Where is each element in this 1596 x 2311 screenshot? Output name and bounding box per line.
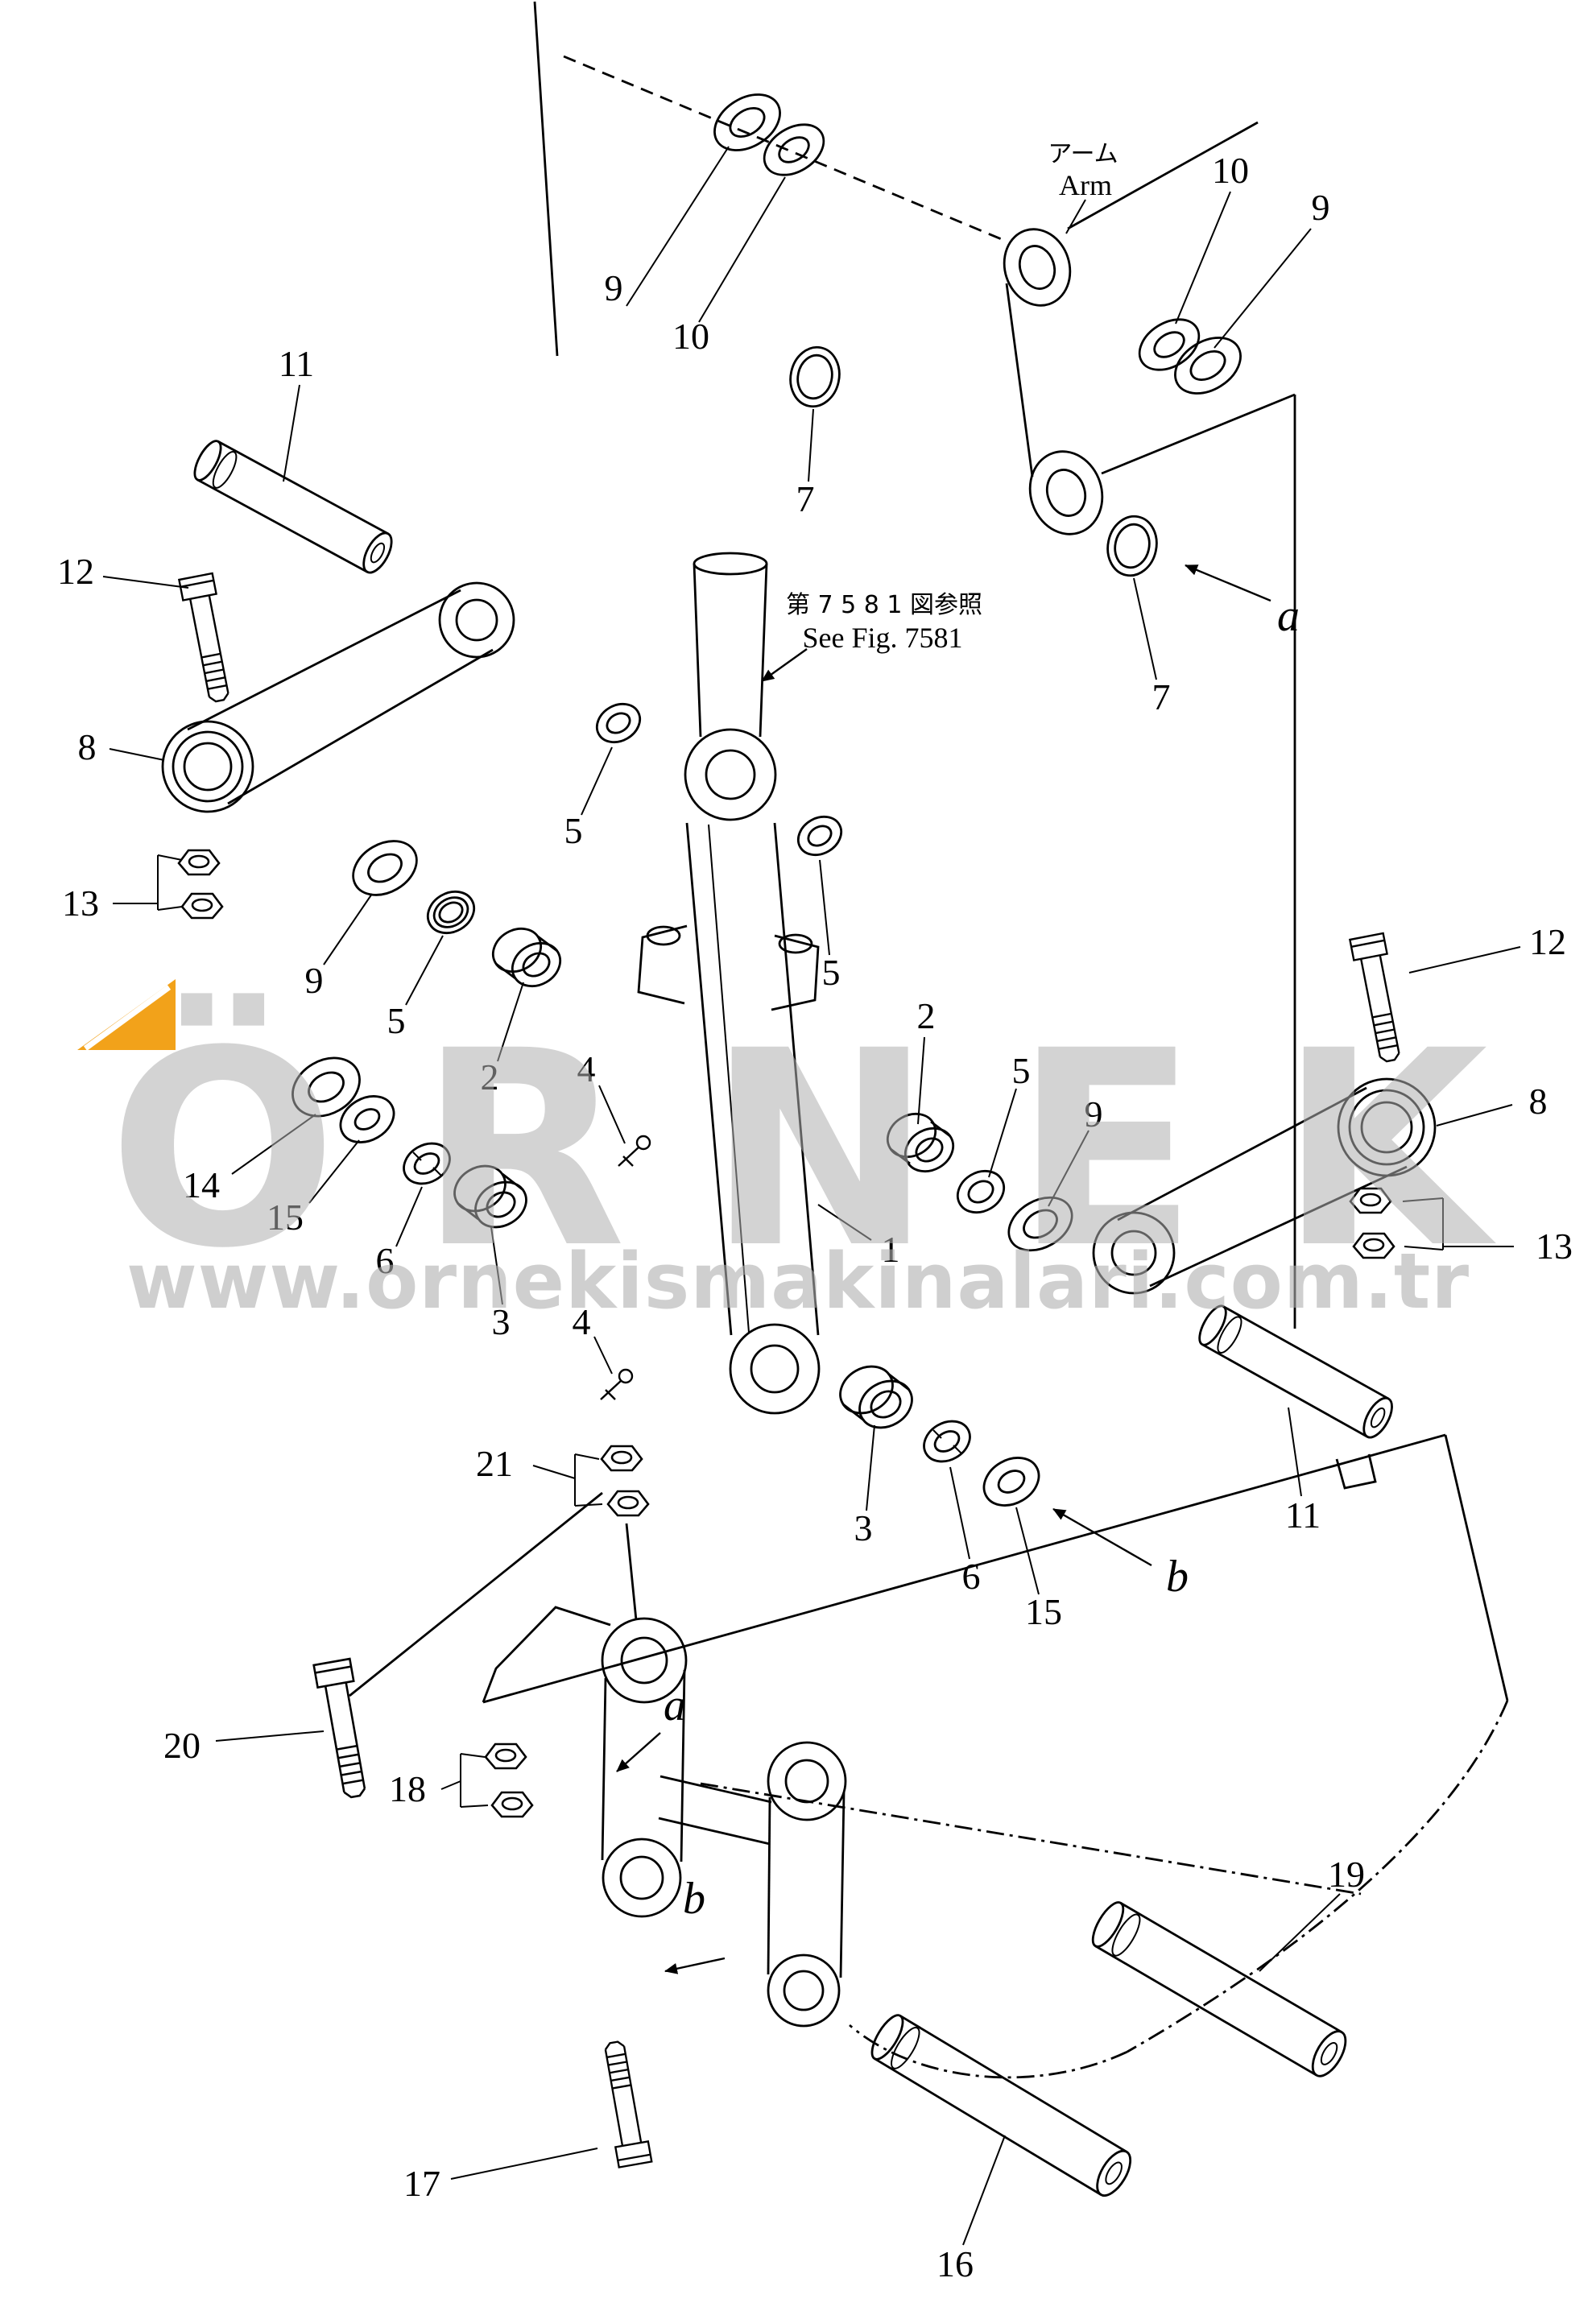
marker-b: b [683,1874,705,1924]
link-8-right [1092,1077,1437,1295]
washer-9-top-left [713,93,781,151]
nut-18-b [490,1791,534,1818]
nut-18-a [484,1743,527,1770]
center-link-1 [637,822,821,1415]
callout-2: 2 [480,1056,499,1098]
seal-6-left [403,1142,451,1185]
bolt-17 [596,2038,653,2168]
callout-18: 18 [389,1768,426,1809]
nut-21-a [600,1445,643,1472]
boundary-lines [533,1,1004,357]
arm-fork [1003,121,1296,1329]
callout-11: 11 [278,343,315,384]
nut-13-right-a [1349,1187,1392,1214]
callout-12: 12 [57,551,94,592]
pin-19 [1091,1901,1347,2077]
callout-3: 3 [854,1507,873,1548]
arm-label-jp: アーム [1048,140,1118,168]
washer-10-top-left [763,123,825,176]
grease-fitting-4-bottom [599,1368,634,1401]
callout-16: 16 [937,2243,974,2284]
callout-6: 6 [375,1240,395,1281]
figure-ref-en: See Fig. 7581 [802,622,963,654]
seal-6-bottom [923,1420,971,1463]
callout-11: 11 [1284,1495,1321,1536]
reference-arrows [616,564,1271,1974]
callout-10: 10 [672,316,709,357]
rod-end [684,552,777,821]
marker-b: b [1166,1552,1189,1602]
callout-6: 6 [961,1556,981,1597]
o-ring-7-left [789,345,841,408]
bushing-2-left [491,927,562,988]
washer-14 [291,1056,361,1118]
leader-brackets [113,854,1514,1808]
bearing-5-right [956,1169,1006,1214]
callout-8: 8 [77,726,97,767]
callout-4: 4 [572,1301,591,1342]
bearing-5-center-top [595,702,642,744]
pin-11-right [1198,1304,1393,1439]
callout-20: 20 [163,1725,201,1766]
callout-9: 9 [604,267,623,308]
bushing-3-left [453,1164,527,1229]
bolt-20 [312,1657,375,1801]
bearing-5-left [426,890,476,935]
callout-14: 14 [183,1164,220,1205]
figure-ref-jp: 第 7 5 8 1 図参照 [785,591,983,619]
o-ring-7-right [1106,515,1158,577]
arm-label-en: Arm [1059,169,1112,201]
marker-a: a [664,1681,686,1730]
nut-13-right-b [1352,1232,1395,1259]
callout-9: 9 [1311,187,1330,228]
callout-8: 8 [1528,1081,1548,1122]
link-8-left [161,581,515,813]
callout-3: 3 [491,1301,511,1342]
callout-5: 5 [387,1000,406,1041]
bolt-12-right [1348,932,1408,1065]
callout-5: 5 [821,952,841,993]
callout-15: 15 [267,1197,304,1238]
nut-13-left-b [180,892,224,920]
pin-11-left [193,440,393,574]
callout-12: 12 [1529,921,1566,962]
bolt-12-left [177,572,238,705]
callout-9: 9 [304,960,324,1001]
callout-21: 21 [476,1443,513,1484]
callout-15: 15 [1025,1591,1062,1632]
bearing-5-center-right [796,815,843,857]
pin-16 [870,2014,1132,2197]
callout-5: 5 [1011,1050,1031,1091]
callout-9: 9 [1084,1093,1103,1135]
callout-13: 13 [1536,1226,1573,1267]
callout-17: 17 [403,2163,440,2204]
nut-21-b [606,1490,650,1517]
nut-13-left-a [177,849,221,876]
marker-a: a [1277,591,1300,641]
bucket-link [349,1491,847,2028]
callout-5: 5 [564,810,583,851]
callout-7: 7 [796,478,815,519]
washer-9-right [1007,1196,1073,1252]
washer-9-left [352,840,418,896]
bucket-outline [482,1433,1509,2079]
callout-10: 10 [1212,150,1249,191]
washer-15-left [339,1095,395,1143]
bushing-2-right [886,1112,955,1173]
callout-2: 2 [916,995,936,1036]
callout-4: 4 [577,1048,596,1089]
callout-7: 7 [1152,676,1171,717]
bushing-3-bottom [839,1365,913,1429]
leader-lines [102,146,1521,2246]
callout-13: 13 [62,883,99,924]
washer-10-top-right [1138,318,1201,371]
washer-9-top-right [1174,337,1242,395]
callout-19: 19 [1328,1854,1365,1895]
callout-1: 1 [881,1229,900,1270]
washer-15-bottom [982,1457,1040,1507]
